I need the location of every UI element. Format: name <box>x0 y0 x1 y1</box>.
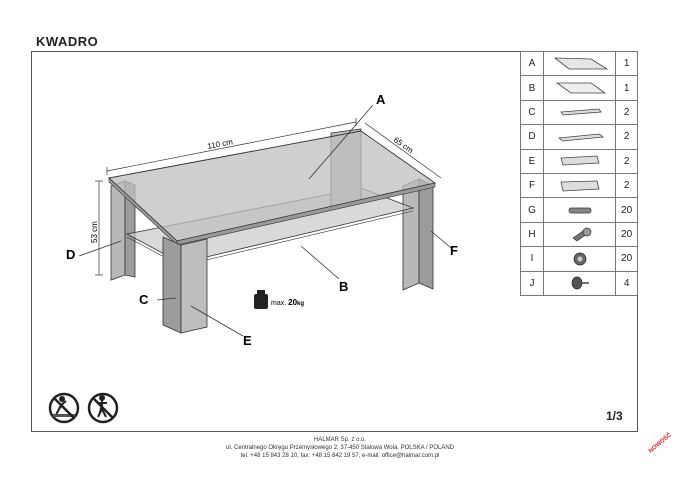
no-climbing-icon <box>48 392 80 424</box>
part-qty: 1 <box>615 50 638 77</box>
max-load-label: max. 20kg <box>271 298 304 307</box>
page-title: KWADRO <box>36 34 99 49</box>
dimension-height: 53 cm <box>90 221 99 243</box>
table-row: H 20 <box>519 221 638 248</box>
footer-address: ul. Centralnego Okręgu Przemysłowego 2, … <box>225 445 454 451</box>
leg-f <box>402 178 434 291</box>
leg-d <box>110 180 136 281</box>
part-letter: F <box>519 172 545 199</box>
callout-d: D <box>66 247 75 262</box>
part-letter: G <box>519 197 545 223</box>
table-row: G 20 <box>519 197 638 223</box>
part-letter: D <box>519 124 545 150</box>
part-qty: 20 <box>615 246 638 272</box>
page-number: 1/3 <box>606 409 623 423</box>
part-letter: I <box>519 246 545 272</box>
part-letter: A <box>519 50 545 77</box>
glass-top-panel-icon <box>543 50 617 77</box>
callout-c: C <box>139 292 149 307</box>
leg-c-e <box>162 236 208 334</box>
side-panel-icon <box>543 99 617 126</box>
part-letter: J <box>519 270 545 296</box>
callout-a: A <box>376 92 386 107</box>
part-qty: 2 <box>615 148 638 174</box>
leg-panel-icon <box>543 148 617 174</box>
callout-f: F <box>450 243 458 258</box>
weight-icon <box>254 290 268 309</box>
leg-panel-icon <box>543 172 617 199</box>
glass-shelf-panel-icon <box>543 75 617 101</box>
footer: HALMAR Sp. z o.o. ul. Centralnego Okręgu… <box>0 436 680 460</box>
part-qty: 2 <box>615 99 638 126</box>
part-letter: B <box>519 75 545 101</box>
parts-table: A 1 B 1 C 2 D 2 E 2 F 2 G 20 H 20 I 20 <box>519 50 638 296</box>
footer-contact: tel. +48 15 843 28 10, fax: +48 15 842 1… <box>240 453 440 459</box>
table-row: B 1 <box>519 75 638 101</box>
callout-e: E <box>243 333 252 348</box>
assembly-drawing: 110 cm 65 cm 53 cm A B C D E F max. 20kg <box>48 92 458 424</box>
drawing-frame <box>31 51 638 432</box>
part-qty: 4 <box>615 270 638 296</box>
part-letter: H <box>519 221 545 248</box>
part-qty: 1 <box>615 75 638 101</box>
part-qty: 2 <box>615 172 638 199</box>
dowel-icon <box>543 197 617 223</box>
part-qty: 20 <box>615 221 638 248</box>
footer-company: HALMAR Sp. z o.o. <box>313 437 367 443</box>
no-standing-icon <box>87 392 119 424</box>
part-letter: E <box>519 148 545 174</box>
table-row: I 20 <box>519 246 638 272</box>
callout-b: B <box>339 279 348 294</box>
table-row: J 4 <box>519 270 638 296</box>
table-row: C 2 <box>519 99 638 126</box>
side-panel-icon <box>543 124 617 150</box>
table-row: A 1 <box>519 50 638 77</box>
table-row: F 2 <box>519 172 638 199</box>
glider-icon <box>543 270 617 296</box>
part-qty: 20 <box>615 197 638 223</box>
table-row: D 2 <box>519 124 638 150</box>
part-qty: 2 <box>615 124 638 150</box>
cam-lock-icon <box>543 246 617 272</box>
table-row: E 2 <box>519 148 638 174</box>
screw-icon <box>543 221 617 248</box>
part-letter: C <box>519 99 545 126</box>
